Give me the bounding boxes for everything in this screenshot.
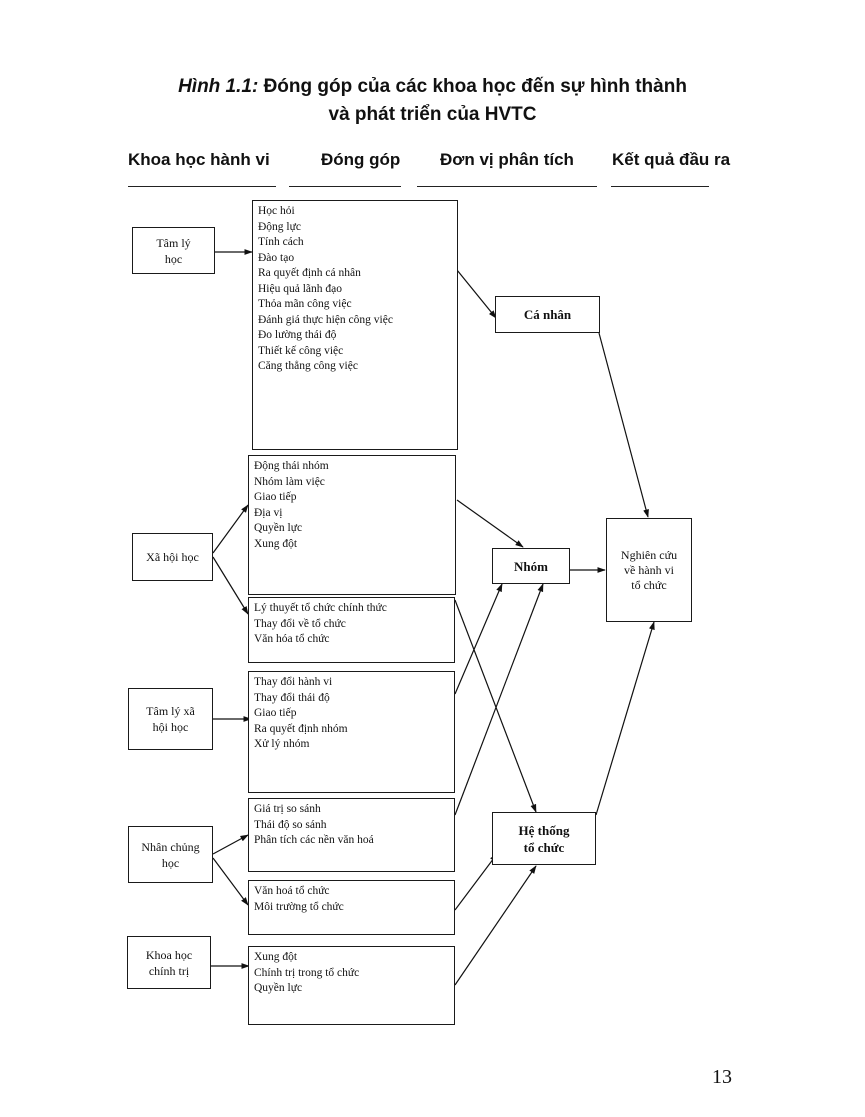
- science-label-political-science: Khoa học chính trị: [145, 947, 193, 978]
- output-label-line-2: về hành vi: [624, 562, 674, 577]
- contribution-item: Thái độ so sánh: [254, 818, 327, 831]
- column-rule-units: [417, 186, 597, 187]
- column-header-units: Đơn vị phân tích: [440, 150, 574, 169]
- contribution-item: Giá trị so sánh: [254, 803, 321, 815]
- science-label-sociology: Xã hội học: [146, 550, 199, 564]
- column-rule-sciences: [128, 186, 276, 187]
- contribution-item: Môi trường tổ chức: [254, 900, 344, 913]
- unit-label-org-system-line-1: Hệ thống: [518, 822, 570, 838]
- contribution-item: Phân tích các nền văn hoá: [254, 834, 374, 846]
- contribution-item: Chính trị trong tổ chức: [254, 966, 360, 979]
- contribution-item: Xung đột: [254, 951, 298, 963]
- contribution-box-sociology-group: Động thái nhóm Nhóm làm việc Giao tiếp Đ…: [248, 455, 456, 595]
- unit-box-group: Nhóm: [492, 548, 570, 584]
- contribution-box-psychology: Học hỏi Động lực Tính cách Đào tạo Ra qu…: [252, 200, 458, 450]
- figure-title-line-2: và phát triển của HVTC: [328, 104, 537, 125]
- contribution-box-political-science: Xung đột Chính trị trong tổ chức Quyền l…: [248, 946, 455, 1025]
- contribution-item: Thay đổi thái độ: [254, 691, 330, 704]
- arrow-sociology-to-group-contrib: [212, 504, 249, 554]
- arrow-group-contrib-to-group: [456, 499, 524, 548]
- contribution-item: Học hỏi: [258, 205, 295, 217]
- contribution-item: Đánh giá thực hiện công việc: [258, 313, 393, 326]
- contribution-box-sociology-org: Lý thuyết tổ chức chính thức Thay đổi về…: [248, 597, 455, 663]
- arrow-sociology-to-org-contrib: [212, 556, 249, 615]
- contribution-item: Hiệu quả lãnh đạo: [258, 282, 342, 295]
- column-rule-contributions: [289, 186, 401, 187]
- column-header-output: Kết quả đầu ra: [612, 150, 731, 169]
- contribution-item: Động lực: [258, 220, 301, 233]
- science-box-political-science: Khoa học chính trị: [127, 936, 211, 989]
- contribution-item: Tính cách: [258, 236, 304, 248]
- contribution-item: Giao tiếp: [254, 707, 297, 719]
- contribution-box-anthropology-org: Văn hoá tổ chức Môi trường tổ chức: [248, 880, 455, 935]
- arrow-org-system-to-output: [595, 621, 655, 816]
- contribution-item: Đào tạo: [258, 251, 295, 264]
- science-box-social-psychology: Tâm lý xã hội học: [128, 688, 213, 750]
- contribution-item: Căng thẳng công việc: [258, 360, 358, 372]
- contribution-item: Văn hóa tổ chức: [254, 633, 330, 645]
- contribution-box-social-psychology: Thay đổi hành vi Thay đổi thái độ Giao t…: [248, 671, 455, 793]
- contribution-item: Xung đột: [254, 537, 298, 550]
- contribution-item: Lý thuyết tổ chức chính thức: [254, 602, 387, 614]
- figure-label: Hình 1.1:: [178, 76, 259, 97]
- contribution-item: Thay đổi hành vi: [254, 676, 333, 688]
- arrow-individual-to-output: [598, 332, 649, 518]
- contribution-item: Động thái nhóm: [254, 460, 329, 472]
- contribution-item: Quyền lực: [254, 522, 303, 534]
- contribution-item: Quyền lực: [254, 982, 303, 994]
- contribution-item: Thay đổi về tổ chức: [254, 617, 346, 630]
- science-box-sociology: Xã hội học: [132, 533, 213, 581]
- contribution-item: Văn hoá tổ chức: [254, 885, 330, 897]
- contribution-item: Xử lý nhóm: [254, 738, 310, 750]
- contribution-item: Ra quyết định nhóm: [254, 722, 348, 735]
- column-header-contributions: Đóng góp: [321, 150, 401, 169]
- contribution-item: Ra quyết định cá nhân: [258, 267, 361, 279]
- science-box-psychology: Tâm lý học: [132, 227, 215, 274]
- contribution-item: Đo lường thái độ: [258, 329, 337, 341]
- output-box-ob-research: Nghiên cứu về hành vi tổ chức: [606, 518, 692, 622]
- contribution-item: Thiết kế công việc: [258, 344, 344, 357]
- page-number: 13: [712, 1066, 732, 1088]
- arrow-anthropology-to-values: [212, 834, 249, 855]
- unit-box-org-system: Hệ thống tổ chức: [492, 812, 596, 865]
- arrow-social-psych-to-group: [454, 583, 503, 695]
- unit-label-individual: Cá nhân: [523, 307, 572, 322]
- contribution-item: Địa vị: [254, 506, 283, 519]
- figure-title-line-1: Hình 1.1: Đóng góp của các khoa học đến …: [0, 76, 865, 98]
- science-label-psychology: Tâm lý học: [156, 235, 191, 266]
- contribution-item: Thỏa mãn công việc: [258, 298, 352, 310]
- contribution-box-anthropology-values: Giá trị so sánh Thái độ so sánh Phân tíc…: [248, 798, 455, 872]
- unit-label-group: Nhóm: [514, 558, 548, 574]
- arrow-politics-contrib-to-org-system: [454, 865, 537, 986]
- column-rule-output: [611, 186, 709, 187]
- arrow-org-contrib-to-org-system: [454, 599, 537, 813]
- arrow-anthropology-to-org: [212, 857, 249, 906]
- output-label-line-1: Nghiên cứu: [620, 547, 678, 562]
- arrow-values-to-group: [454, 583, 544, 816]
- figure-title-text: Đóng góp của các khoa học đến sự hình th…: [263, 76, 687, 97]
- unit-box-individual: Cá nhân: [495, 296, 600, 333]
- unit-label-org-system: Hệ thống tổ chức: [519, 822, 570, 856]
- contribution-item: Nhóm làm việc: [254, 475, 325, 488]
- arrow-psych-contrib-to-individual: [456, 269, 497, 319]
- arrow-anthro-org-to-org-system: [454, 853, 498, 911]
- output-label-line-3: tổ chức: [631, 577, 667, 592]
- column-header-sciences: Khoa học hành vi: [128, 150, 270, 169]
- science-label-anthropology: Nhân chủng học: [141, 839, 200, 870]
- contribution-item: Giao tiếp: [254, 491, 297, 503]
- science-box-anthropology: Nhân chủng học: [128, 826, 213, 883]
- output-label: Nghiên cứu về hành vi tổ chức: [621, 548, 677, 593]
- unit-label-org-system-line-2: tổ chức: [523, 839, 565, 855]
- science-label-social-psychology: Tâm lý xã hội học: [146, 704, 195, 734]
